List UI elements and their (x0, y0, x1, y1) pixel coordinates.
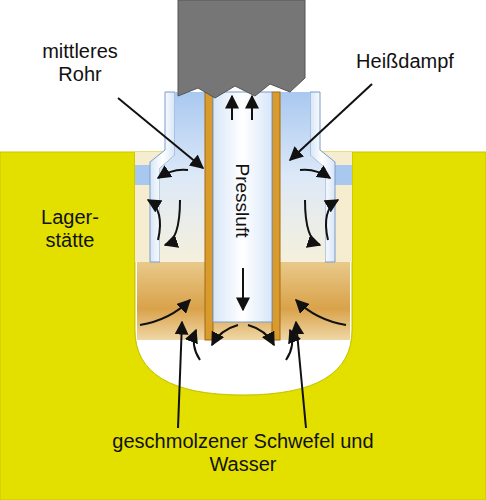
flow-label: Pressluft (231, 163, 254, 237)
pipe-head (178, 0, 305, 98)
leader-arrows (118, 84, 372, 428)
region-label: Lager- stätte (30, 206, 110, 252)
inner-pipe (213, 92, 272, 322)
deposit (0, 152, 486, 500)
middle-pipe (272, 92, 280, 340)
part-label: Heißdampf (335, 50, 475, 73)
part-label: mittleres Rohr (20, 40, 140, 86)
part-label: geschmolzener Schwefel und Wasser (108, 430, 378, 476)
middle-pipe (205, 92, 213, 340)
molten-sulfur (137, 262, 350, 340)
steam (280, 92, 325, 262)
steam (160, 92, 205, 262)
